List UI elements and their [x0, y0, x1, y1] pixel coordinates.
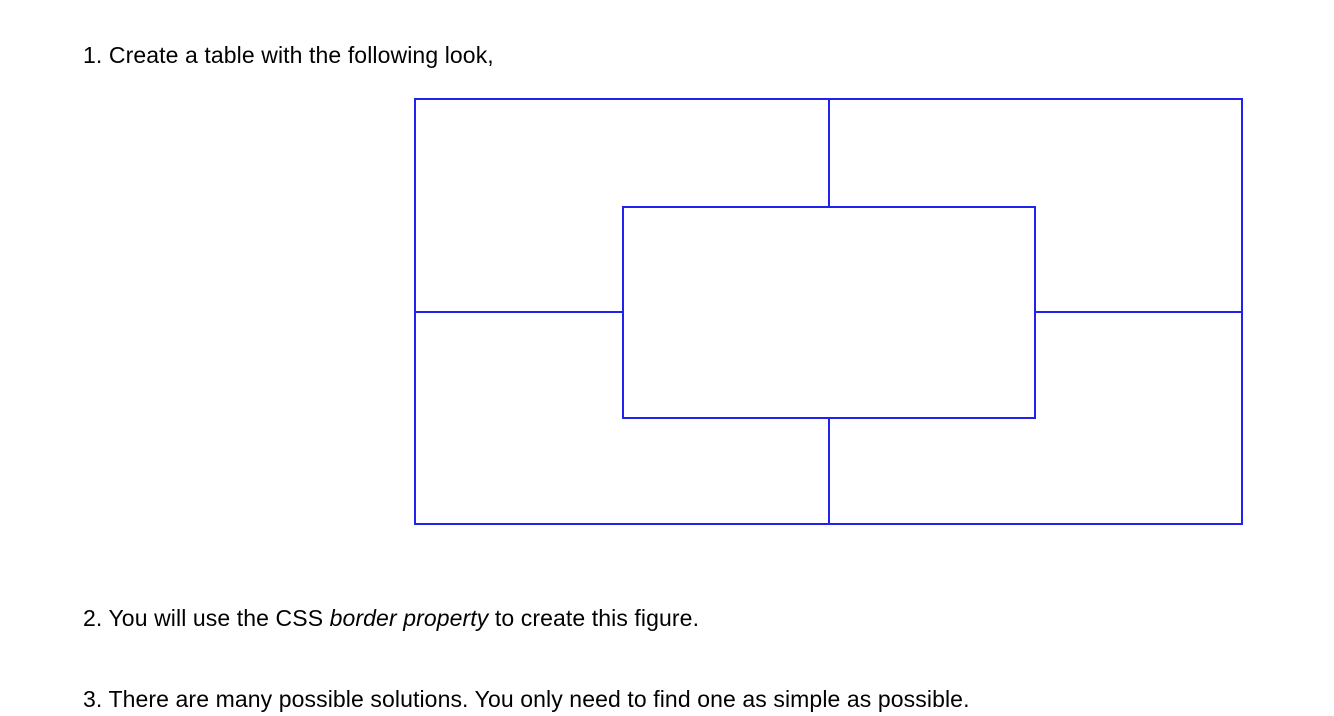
instruction-number-3: 3.: [83, 686, 103, 712]
instruction-item-2: 2. You will use the CSS border property …: [83, 603, 699, 633]
column-divider-upper: [828, 98, 830, 208]
instruction-text-1: Create a table with the following look,: [108, 42, 494, 68]
instruction-text-2-tail: to create this figure.: [488, 605, 700, 631]
column-divider-lower: [828, 417, 830, 525]
instruction-text-2-lead: You will use the CSS: [108, 605, 330, 631]
instruction-number-1: 1.: [83, 42, 103, 68]
row-divider-right: [1034, 311, 1243, 313]
instruction-item-1: 1. Create a table with the following loo…: [83, 40, 494, 70]
row-divider-left: [414, 311, 624, 313]
instruction-text-3: There are many possible solutions. You o…: [108, 686, 970, 712]
instruction-text-2-emphasis: border property: [329, 605, 489, 631]
inner-top-edge: [622, 206, 1036, 208]
inner-bottom-edge: [622, 417, 1036, 419]
instruction-number-2: 2.: [83, 605, 103, 631]
instruction-item-3: 3. There are many possible solutions. Yo…: [83, 684, 970, 714]
inner-left-edge: [622, 206, 624, 419]
inner-right-edge: [1034, 206, 1036, 419]
table-layout-figure: [414, 98, 1243, 525]
